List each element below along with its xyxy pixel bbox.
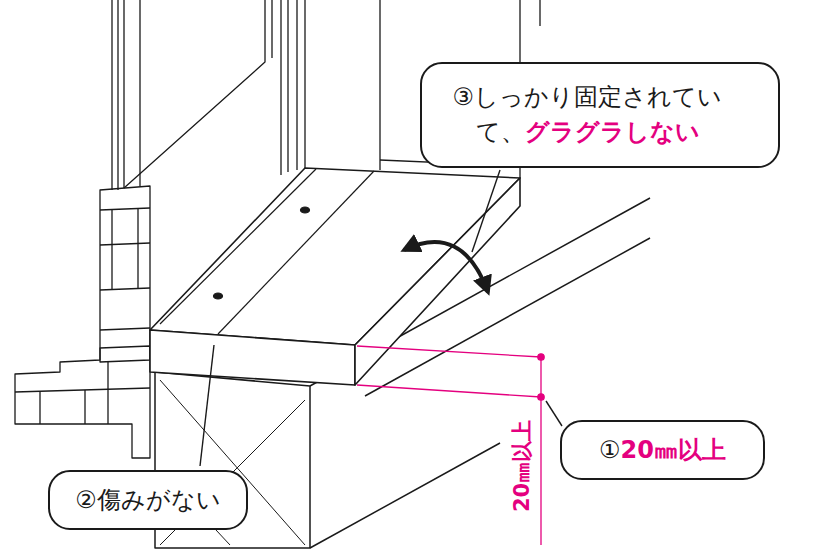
- drawing-part: [117, 0, 118, 190]
- drawing-part: [539, 0, 540, 26]
- drawing-part: [310, 443, 500, 548]
- dimension-label: 20㎜以上: [511, 417, 534, 515]
- drawing-part: [538, 394, 544, 400]
- callout-bubble: ①20㎜以上: [560, 420, 765, 480]
- drawing-part: [200, 345, 214, 466]
- drawing-part: [540, 357, 541, 545]
- dimension-lines: [357, 346, 544, 545]
- drawing-part: [111, 0, 112, 190]
- callout-text: ②傷みがない: [75, 483, 221, 518]
- callout-text-main: ②傷みがない: [75, 486, 221, 514]
- drawing-part: [357, 346, 541, 357]
- drawing-part: [100, 328, 150, 330]
- drawing-part: [100, 208, 150, 210]
- drawing-part: [84, 390, 85, 424]
- callout-bubble: ②傷みがない: [48, 470, 248, 530]
- drawing-part: [160, 169, 316, 324]
- drawing-part: [15, 388, 150, 392]
- drawing-part: [100, 288, 150, 290]
- drawing-part: [124, 0, 265, 188]
- metal-cover: [160, 169, 374, 334]
- wobble-arrow: [404, 242, 488, 292]
- drawing-part: [379, 0, 380, 170]
- leader-lines: [200, 170, 562, 466]
- drawing-part: [280, 0, 281, 175]
- drawing-part: [287, 0, 288, 172]
- drawing-part: [271, 0, 272, 58]
- drawing-part: [139, 0, 140, 186]
- drawing-part: [100, 186, 150, 362]
- drawing-part: [15, 346, 150, 458]
- callout-bubble: ③しっかり固定されていて、グラグラしない: [420, 62, 780, 168]
- drawing-part: [214, 293, 223, 299]
- drawing-part: [218, 171, 374, 334]
- drawing-part: [357, 385, 541, 397]
- drawing-part: [301, 207, 310, 213]
- drawing-part: [150, 330, 355, 385]
- callout-text-emphasis: グラグラしない: [525, 118, 700, 146]
- drawing-part: [538, 354, 544, 360]
- drawing-part: [107, 362, 108, 424]
- drawing-part: [304, 0, 305, 168]
- drawing-part: [100, 243, 150, 245]
- callout-text-main: ①: [599, 436, 621, 464]
- drawing-part: [111, 210, 112, 290]
- drawing-part: [123, 0, 124, 188]
- callout-text: ①20㎜以上: [599, 433, 726, 468]
- drawing-part: [137, 208, 138, 288]
- callout-text-emphasis: 20㎜以上: [621, 436, 726, 464]
- drawing-part: [296, 0, 297, 170]
- callout-text: ③しっかり固定されていて、グラグラしない: [452, 80, 747, 150]
- drawing-part: [546, 401, 562, 426]
- drawing-part: [472, 170, 500, 252]
- drawing-part: [39, 392, 40, 424]
